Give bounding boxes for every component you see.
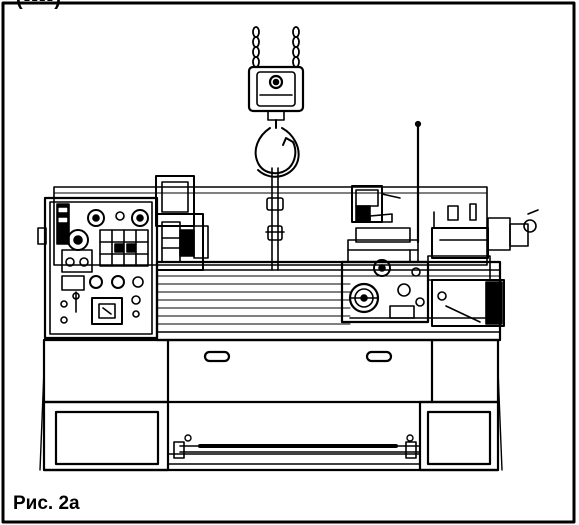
- lathe-bed: [155, 260, 502, 342]
- cropped-heading-fragment: (----): [16, 0, 62, 11]
- machine-stand: [39, 338, 503, 472]
- chuck-guard: [155, 175, 195, 227]
- crane-hook: [254, 119, 300, 178]
- figure-caption: Рис. 2a: [13, 493, 80, 514]
- tailstock: [427, 203, 539, 281]
- lifting-sling: [265, 167, 285, 271]
- hook-block: [247, 65, 305, 121]
- crane-chain-right: [292, 26, 300, 68]
- headstock: [37, 196, 159, 340]
- carriage: [340, 185, 430, 324]
- crane-chain-left: [252, 26, 260, 68]
- feed-rod-vertical: [414, 120, 422, 244]
- back-splash: [53, 186, 488, 266]
- right-end-box: [431, 279, 505, 327]
